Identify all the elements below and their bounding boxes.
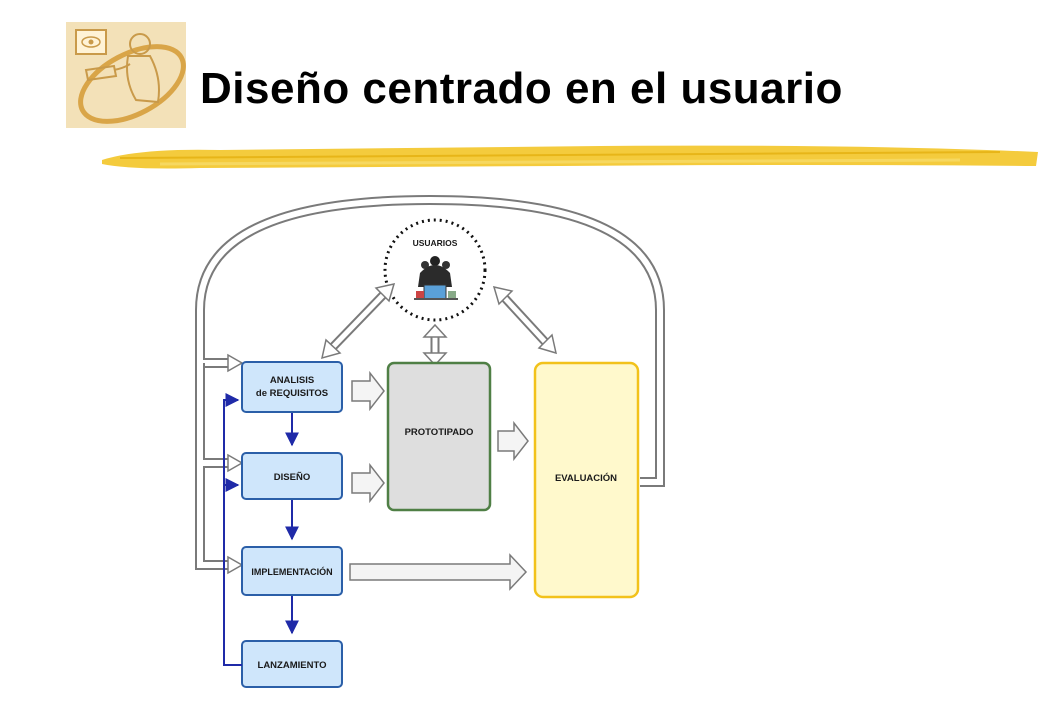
bidirectional-arrow-prototipado: [422, 323, 448, 367]
evaluacion-node: EVALUACIÓN: [533, 361, 640, 599]
diseno-label: DISEÑO: [274, 472, 310, 483]
prototipado-node: PROTOTIPADO: [386, 361, 492, 512]
stage-diseno: DISEÑO: [241, 452, 343, 500]
bidirectional-arrow-analisis: [320, 282, 396, 360]
evaluacion-label: EVALUACIÓN: [555, 472, 617, 484]
ucd-diagram: USUARIOS ANALISIS de REQUISIT: [195, 195, 665, 688]
analisis-label-line1: ANALISIS: [270, 375, 314, 386]
bidirectional-arrow-evaluacion: [492, 285, 558, 355]
users-group-icon: [414, 256, 458, 300]
highlighter-underline: [102, 145, 1038, 169]
analisis-label-line2: de REQUISITOS: [256, 388, 328, 399]
stage-analisis: ANALISIS de REQUISITOS: [241, 361, 343, 413]
lanzamiento-label: LANZAMIENTO: [258, 660, 327, 671]
stage-lanzamiento: LANZAMIENTO: [241, 640, 343, 688]
block-arrow-prototipado-to-evaluacion: [497, 420, 529, 462]
usuarios-node: USUARIOS: [383, 218, 487, 322]
block-arrow-diseno-to-prototipado: [351, 462, 385, 504]
block-arrow-analisis-to-prototipado: [351, 370, 385, 412]
page-title: Diseño centrado en el usuario: [200, 64, 843, 113]
implementacion-label: IMPLEMENTACIÓN: [251, 566, 332, 577]
usuarios-label: USUARIOS: [413, 238, 458, 248]
prototipado-label: PROTOTIPADO: [405, 427, 474, 438]
stage-implementacion: IMPLEMENTACIÓN: [241, 546, 343, 596]
block-arrow-implementacion-to-evaluacion: [349, 553, 528, 591]
stage-flow-arrows: [223, 393, 299, 666]
logo-user-computer-icon: [66, 22, 186, 128]
